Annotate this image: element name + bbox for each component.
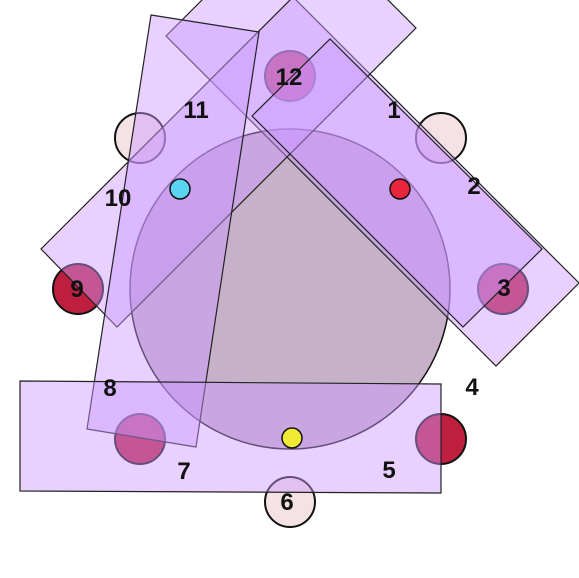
dot-yellow[interactable] xyxy=(281,427,303,449)
strip-top-left xyxy=(40,0,417,328)
marker-1[interactable] xyxy=(415,112,467,164)
marker-3[interactable] xyxy=(477,263,529,315)
dot-cyan[interactable] xyxy=(169,178,191,200)
number-5: 5 xyxy=(382,457,395,484)
dot-red[interactable] xyxy=(389,178,411,200)
number-7: 7 xyxy=(177,458,190,485)
number-12: 12 xyxy=(276,64,303,91)
marker-6[interactable] xyxy=(264,476,316,528)
marker-11[interactable] xyxy=(114,112,166,164)
number-4: 4 xyxy=(465,374,479,401)
number-9: 9 xyxy=(70,276,83,303)
number-6: 6 xyxy=(280,489,293,516)
strip-bottom xyxy=(19,380,442,494)
strip-top-right xyxy=(165,0,579,367)
clock-face xyxy=(129,128,451,450)
number-8: 8 xyxy=(103,375,116,402)
marker-9[interactable] xyxy=(52,263,104,315)
number-3: 3 xyxy=(497,275,510,302)
number-1: 1 xyxy=(387,97,400,124)
marker-12[interactable] xyxy=(264,50,316,102)
number-10: 10 xyxy=(105,185,132,212)
number-2: 2 xyxy=(467,173,480,200)
number-11: 11 xyxy=(183,97,208,124)
strip-vertical-left xyxy=(86,14,260,448)
marker-7[interactable] xyxy=(114,413,166,465)
